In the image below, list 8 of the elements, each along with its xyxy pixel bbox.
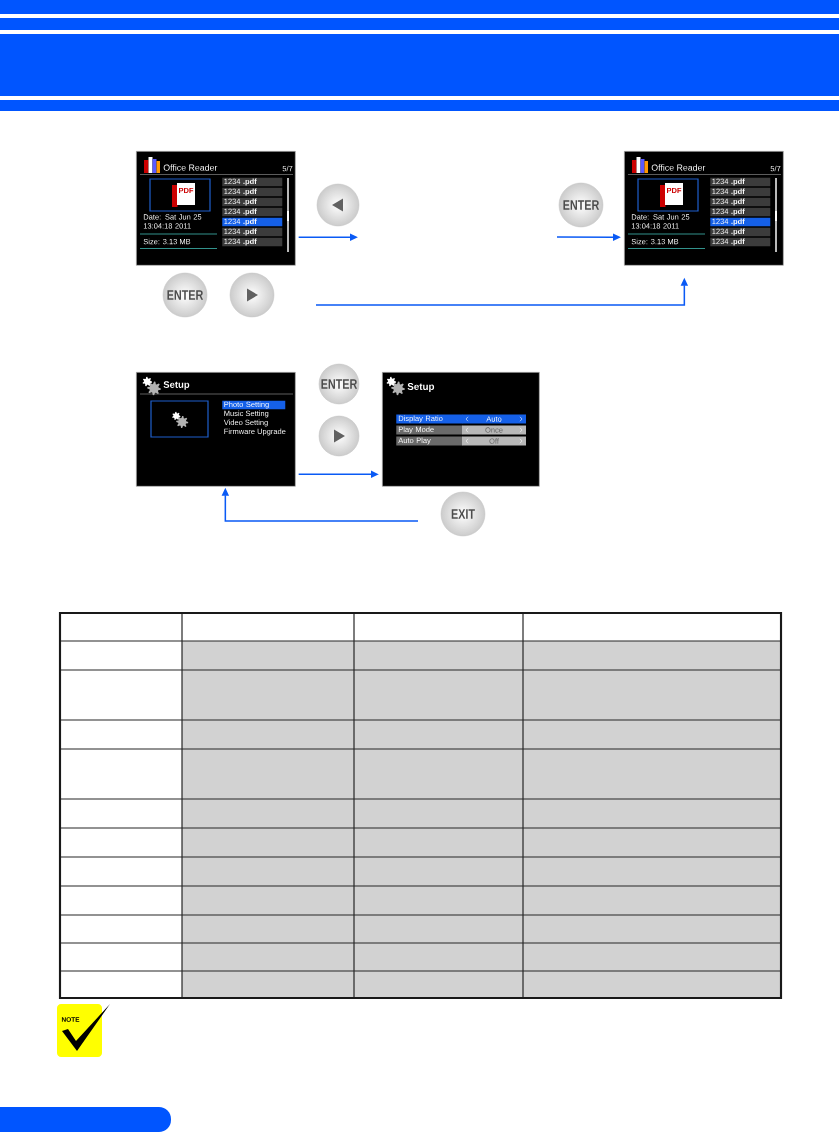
round-button: ENTER [162, 272, 208, 318]
screen-title: Setup [163, 381, 190, 390]
round-button: ENTER [318, 363, 360, 405]
round-button: ENTER [558, 182, 604, 228]
round-button: EXIT [440, 491, 486, 537]
screen-title: Setup [407, 383, 435, 392]
screen-title: Office Reader [163, 164, 218, 171]
screen-title: Office Reader [651, 164, 706, 171]
